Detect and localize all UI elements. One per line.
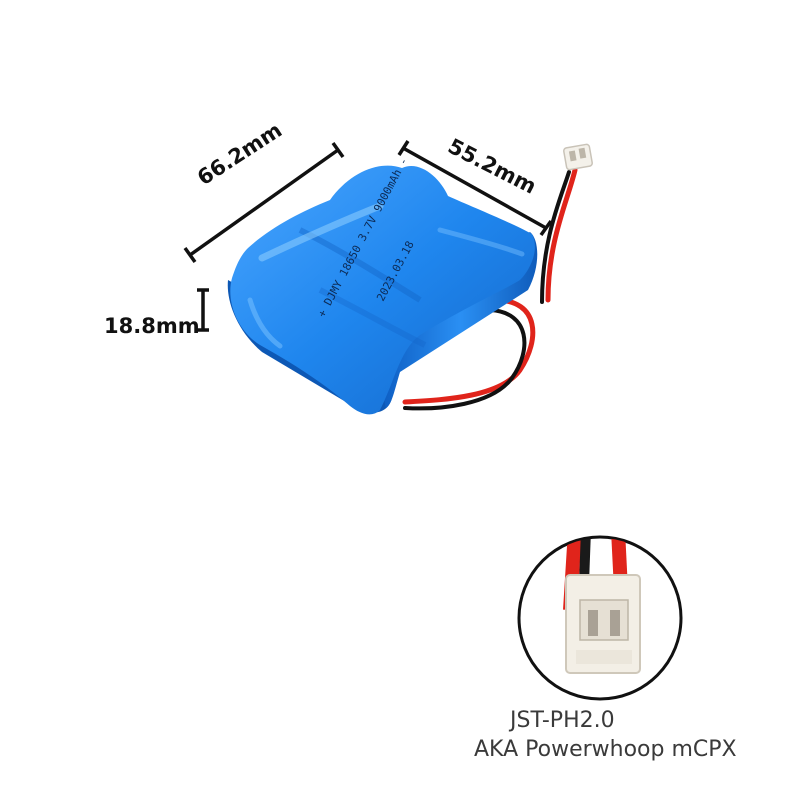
dimension-line-height (197, 288, 209, 332)
dimension-height-label: 18.8mm (104, 314, 200, 338)
connector-caption-alias: AKA Powerwhoop mCPX (474, 737, 737, 762)
dimension-line-width (183, 141, 345, 264)
dimension-line-depth (397, 140, 553, 237)
connector-caption-type: JST-PH2.0 (510, 708, 615, 733)
connector-plug (563, 143, 593, 171)
connector-inset (517, 535, 683, 701)
battery-wires (402, 167, 578, 411)
